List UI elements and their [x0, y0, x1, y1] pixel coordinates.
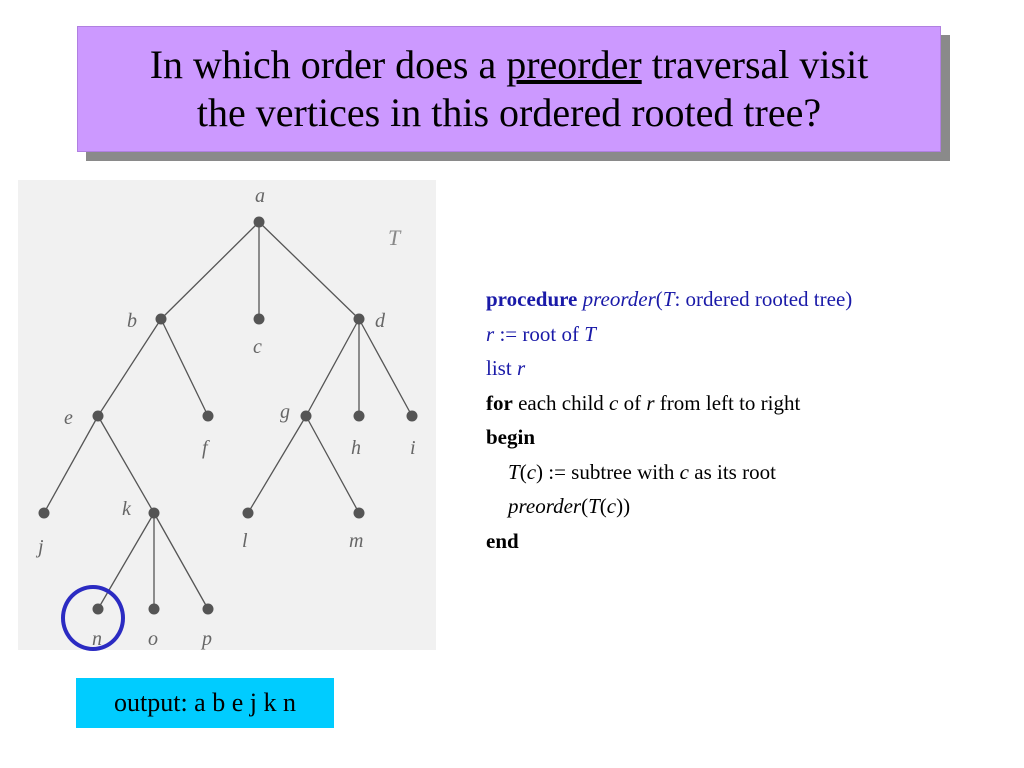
tree-node-h [353, 410, 365, 422]
tree-node-o [148, 603, 160, 615]
tree-node-label-e: e [64, 407, 73, 429]
tree-node-g [300, 410, 312, 422]
tree-node-i [406, 410, 418, 422]
tree-node-label-l: l [242, 530, 248, 552]
code-line-root: r := root of T [486, 321, 596, 346]
tree-edge-e-j [43, 415, 99, 514]
code-line-recursive-call: preorder(T(c)) [508, 494, 631, 518]
tree-node-label-g: g [280, 401, 290, 423]
tree-node-label-m: m [349, 530, 363, 552]
tree-node-l [242, 507, 254, 519]
tree-edge-a-d [258, 221, 360, 320]
tree-node-f [202, 410, 214, 422]
tree-node-label-a: a [255, 185, 265, 207]
tree-node-label-j: j [35, 536, 44, 558]
tree-edges [43, 221, 413, 610]
code-line-list: list r [486, 356, 526, 380]
tree-edge-g-l [247, 415, 307, 514]
tree-edge-b-f [160, 318, 209, 417]
tree-node-label-c: c [253, 336, 262, 358]
tree-node-label-p: p [200, 628, 212, 650]
code-line-begin: begin [486, 425, 536, 449]
output-box: output: a b e j k n [76, 678, 334, 728]
tree-node-p [202, 603, 214, 615]
tree-node-b [155, 313, 167, 325]
tree-name-label: T [388, 225, 402, 250]
tree-node-label-o: o [148, 628, 158, 650]
tree-node-label-k: k [122, 498, 132, 520]
tree-node-label-i: i [410, 437, 416, 459]
code-line-procedure: procedure preorder(T: ordered rooted tre… [486, 287, 853, 311]
code-line-for: for each child c of r from left to right [486, 390, 801, 415]
title-line-1: In which order does a preorder traversal… [149, 42, 869, 87]
title-line-2: the vertices in this ordered rooted tree… [196, 90, 822, 135]
tree-node-c [253, 313, 265, 325]
slide-title: In which order does a preorder traversal… [77, 26, 941, 152]
tree-edge-k-p [153, 512, 209, 610]
tree-nodes [38, 216, 418, 615]
tree-node-k [148, 507, 160, 519]
title-underlined-word: preorder [506, 42, 642, 87]
tree-edge-b-e [97, 318, 162, 417]
tree-node-e [92, 410, 104, 422]
tree-node-j [38, 507, 50, 519]
tree-node-label-h: h [351, 437, 361, 459]
highlight-circle [61, 585, 125, 651]
tree-node-d [353, 313, 365, 325]
code-line-end: end [486, 528, 519, 553]
tree-edge-e-k [97, 415, 155, 514]
tree-node-label-d: d [375, 310, 386, 332]
tree-node-m [353, 507, 365, 519]
tree-edge-d-i [358, 318, 413, 417]
code-line-subtree: T(c) := subtree with c as its root [508, 459, 776, 484]
tree-node-a [253, 216, 265, 228]
tree-node-label-f: f [202, 437, 210, 459]
tree-edge-d-g [305, 318, 360, 417]
pseudocode-block: procedure preorder(T: ordered rooted tre… [486, 282, 1006, 558]
tree-node-label-b: b [127, 310, 137, 332]
tree-edge-g-m [305, 415, 360, 514]
tree-edge-a-b [160, 221, 260, 320]
